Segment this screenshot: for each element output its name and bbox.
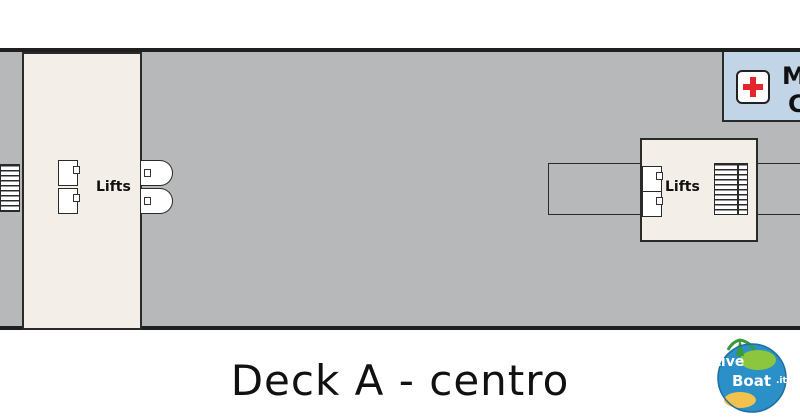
deck-title: Deck A - centro bbox=[230, 356, 570, 405]
left-lift-lobby bbox=[22, 52, 142, 330]
right-lift-2 bbox=[642, 191, 663, 217]
left-lift-1 bbox=[58, 160, 80, 186]
left-side-lift-2 bbox=[141, 188, 173, 214]
right-corridor-end bbox=[755, 163, 800, 215]
left-lift-2 bbox=[58, 188, 80, 214]
right-stairs-b bbox=[738, 163, 748, 215]
left-lifts-label: Lifts bbox=[96, 179, 131, 195]
logo-text-suffix: .it bbox=[776, 376, 787, 386]
logo-text-boat: Boat bbox=[732, 372, 772, 390]
medical-label-line1: M bbox=[782, 64, 800, 88]
medical-label-line2: C bbox=[788, 92, 800, 116]
liveboat-logo: Live Boat .it bbox=[706, 330, 792, 416]
right-lifts-label: Lifts bbox=[665, 179, 700, 195]
right-lift-1 bbox=[642, 166, 663, 192]
medical-center: M C bbox=[722, 52, 800, 122]
right-corridor bbox=[548, 163, 642, 215]
red-cross-icon bbox=[736, 70, 770, 104]
globe-icon bbox=[717, 338, 787, 413]
logo-text-live: Live bbox=[712, 354, 745, 370]
left-stairs bbox=[0, 164, 20, 212]
left-side-lift-1 bbox=[141, 160, 173, 186]
right-stairs-a bbox=[714, 163, 738, 215]
